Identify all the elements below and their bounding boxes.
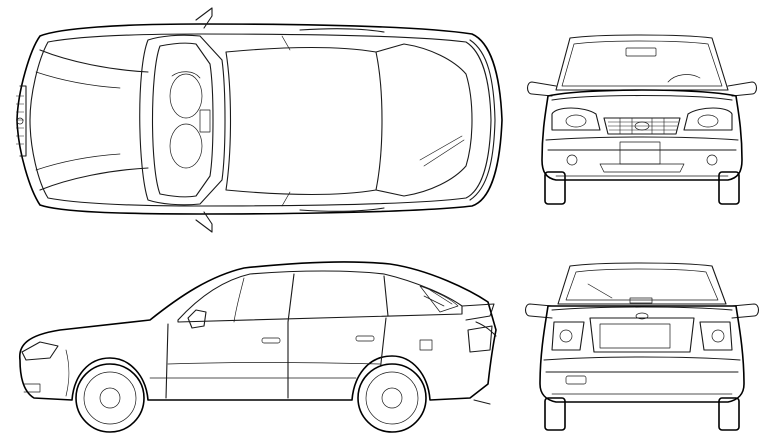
top-view bbox=[16, 7, 503, 233]
side-view bbox=[19, 261, 497, 433]
rear-view bbox=[524, 262, 760, 431]
front-view bbox=[526, 34, 758, 205]
